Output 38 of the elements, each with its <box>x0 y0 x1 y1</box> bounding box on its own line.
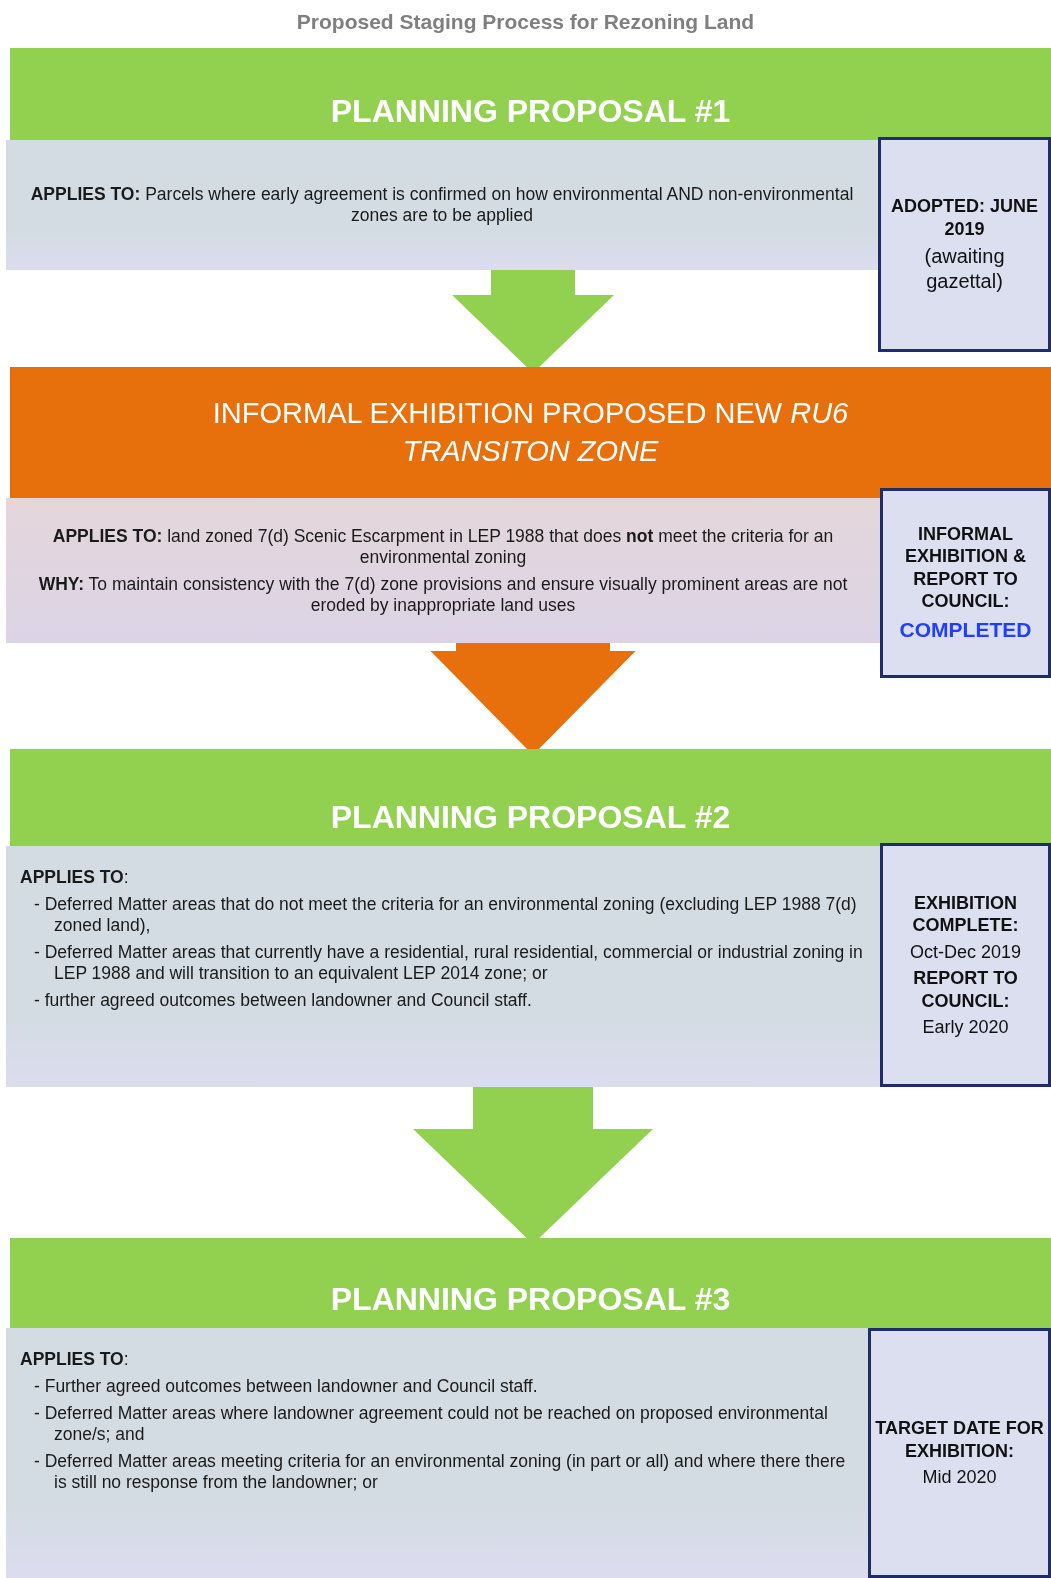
status-value: Early 2020 <box>921 1016 1010 1039</box>
description-text: WHY: To maintain consistency with the 7(d) zone provisions and ensure visually prominent areas are not eroded by inappropriate land uses <box>37 573 849 616</box>
bullet-item: - Further agreed outcomes between landowner and Council staff. <box>34 1376 539 1397</box>
status-value: (awaiting gazettal) <box>923 244 1006 294</box>
status-label: REPORT TO COUNCIL: <box>912 967 1019 1012</box>
section-header-band <box>10 1238 1051 1328</box>
status-value: Oct-Dec 2019 <box>908 940 1023 963</box>
status-value: COMPLETED <box>898 616 1033 643</box>
description-panel <box>6 846 880 1087</box>
status-label: INFORMAL EXHIBITION & REPORT TO COUNCIL: <box>904 522 1027 613</box>
status-box <box>880 488 1051 678</box>
status-value: Mid 2020 <box>921 1466 998 1489</box>
diagram-title: Proposed Staging Process for Rezoning Land <box>295 10 756 34</box>
section-header-band <box>10 749 1051 846</box>
status-box <box>868 1328 1051 1578</box>
section-header-band <box>10 367 1051 498</box>
section-title: PLANNING PROPOSAL #2 <box>330 799 731 836</box>
status-label: EXHIBITION COMPLETE: <box>911 891 1020 937</box>
bullet-item: - Deferred Matter areas that do not meet the criteria for an environmental zoning (excluding LEP 1988 7(d) zoned land), <box>34 894 858 936</box>
section-header-band <box>10 48 1051 140</box>
description-panel <box>6 498 880 643</box>
description-text: APPLIES TO: land zoned 7(d) Scenic Escarpment in LEP 1988 that does not meet the criteria for an environmental zoning <box>51 525 835 568</box>
description-text: APPLIES TO: Parcels where early agreement is confirmed on how environmental AND non-environmental zones are to be applied <box>29 184 855 226</box>
bullet-item: - Deferred Matter areas meeting criteria for an environmental zoning (in part or all) and where there there is still no response from the landowner; or <box>34 1451 847 1493</box>
section-title: PLANNING PROPOSAL #1 <box>330 93 731 130</box>
section-title: INFORMAL EXHIBITION PROPOSED NEW RU6 TRANSITON ZONE <box>211 395 850 469</box>
status-label: ADOPTED: JUNE 2019 <box>890 195 1039 240</box>
section-title: PLANNING PROPOSAL #3 <box>330 1281 731 1318</box>
status-box <box>880 843 1051 1087</box>
status-box <box>878 137 1051 352</box>
description-panel <box>6 140 878 270</box>
bullet-item: - Deferred Matter areas that currently have a residential, rural residential, commercial or industrial zoning in LEP 1988 and will transition to an equivalent LEP 2014 zone; or <box>34 942 864 984</box>
section-label: APPLIES TO: <box>20 867 130 888</box>
bullet-item: - Deferred Matter areas where landowner agreement could not be reached on proposed environmental zone/s; and <box>34 1403 829 1445</box>
status-label: TARGET DATE FOR EXHIBITION: <box>875 1417 1044 1463</box>
description-panel <box>6 1328 868 1578</box>
section-label: APPLIES TO: <box>20 1349 130 1370</box>
bullet-item: - further agreed outcomes between landowner and Council staff. <box>34 990 533 1011</box>
